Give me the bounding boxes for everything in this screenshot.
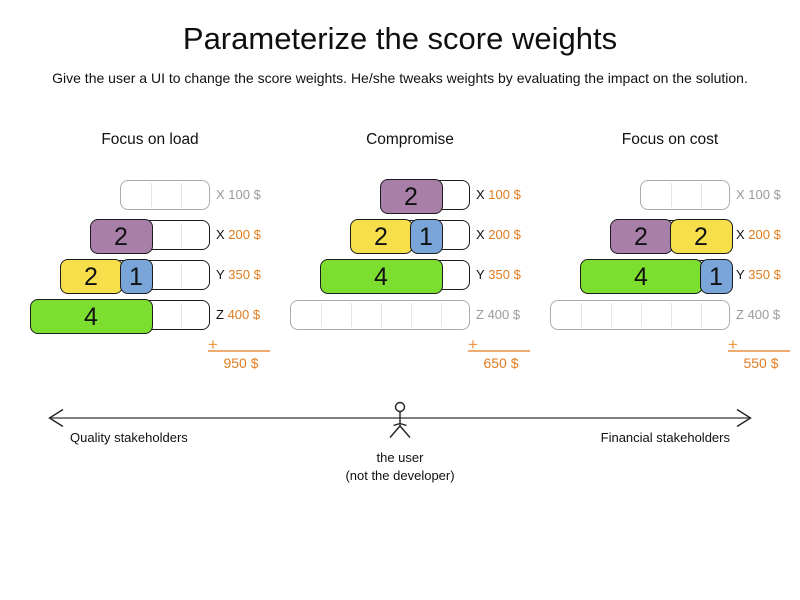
- axis-label-financial: Financial stakeholders: [600, 430, 730, 445]
- cell-divider: [700, 303, 702, 327]
- row-label-price: 400 $: [227, 307, 261, 322]
- arrowhead-right-icon: [736, 408, 752, 428]
- sum-total: 950 $: [223, 355, 259, 371]
- panel-title: Focus on load: [101, 131, 199, 148]
- weight-box: 2: [379, 178, 470, 214]
- axis-label-quality: Quality stakeholders: [70, 430, 188, 445]
- sum-total: 650 $: [483, 355, 519, 371]
- cell-divider: [180, 303, 182, 327]
- row-label-letter: X: [736, 187, 749, 202]
- row-label-letter: Z: [216, 307, 228, 322]
- cell-divider: [610, 303, 612, 327]
- cell-divider: [180, 263, 182, 287]
- cell-divider: [150, 183, 152, 207]
- row-label-letter: X: [476, 187, 489, 202]
- weight-segment: 1: [119, 258, 153, 294]
- weight-segment: 1: [409, 218, 443, 254]
- weight-segment: 2: [349, 218, 413, 254]
- cell-divider: [700, 183, 702, 207]
- cell-divider: [580, 303, 582, 327]
- row-label: Y 350 $: [476, 260, 521, 290]
- sum-line: [728, 350, 790, 352]
- row-label: X 200 $: [216, 220, 261, 250]
- weight-box: 4: [319, 258, 470, 294]
- user-label-line1: the user: [376, 450, 424, 465]
- sum-line: [208, 350, 270, 352]
- weight-box: 4: [29, 298, 210, 334]
- row-label-letter: X: [476, 227, 489, 242]
- row-label: Z 400 $: [476, 300, 520, 330]
- weight-box: 2: [89, 218, 210, 254]
- row-label: X 100 $: [476, 180, 521, 210]
- row-label-letter: Y: [216, 267, 229, 282]
- row-label-letter: X: [736, 227, 749, 242]
- sum-line: [468, 350, 530, 352]
- cell-divider: [670, 303, 672, 327]
- sum-plus-sign: +: [208, 335, 218, 354]
- user-label-line2: (not the developer): [345, 468, 455, 483]
- row-label-price: 100 $: [488, 187, 521, 202]
- arrowhead-left-icon: [48, 408, 64, 428]
- row-label-price: 350 $: [228, 267, 261, 282]
- row-label: X 200 $: [476, 220, 521, 250]
- row-label-letter: X: [216, 227, 229, 242]
- weight-segment: 4: [29, 298, 153, 334]
- weight-segment: 2: [609, 218, 673, 254]
- row-label: Y 350 $: [216, 260, 261, 290]
- weight-segment: 2: [669, 218, 733, 254]
- row-label: Z 400 $: [216, 300, 260, 330]
- weight-segment: 2: [89, 218, 153, 254]
- page-title: Parameterize the score weights: [182, 21, 618, 56]
- row-label-price: 100 $: [228, 187, 261, 202]
- row-label-letter: Y: [476, 267, 489, 282]
- weight-box: [120, 180, 210, 210]
- panel-title: Focus on cost: [621, 131, 719, 148]
- row-label-letter: X: [216, 187, 229, 202]
- panel-title: Compromise: [366, 131, 454, 148]
- weight-box: [640, 180, 730, 210]
- cell-divider: [180, 183, 182, 207]
- cell-divider: [380, 303, 382, 327]
- cell-divider: [670, 183, 672, 207]
- row-label: X 100 $: [736, 180, 781, 210]
- row-label-price: 400 $: [747, 307, 781, 322]
- row-label: X 100 $: [216, 180, 261, 210]
- cell-divider: [350, 303, 352, 327]
- sum-total: 550 $: [743, 355, 779, 371]
- cell-divider: [180, 223, 182, 247]
- row-label-price: 200 $: [748, 227, 781, 242]
- row-label-price: 200 $: [488, 227, 521, 242]
- cell-divider: [440, 303, 442, 327]
- user-figure-icon: [389, 401, 411, 438]
- row-label-letter: Z: [736, 307, 748, 322]
- row-label-price: 200 $: [228, 227, 261, 242]
- weight-box: [290, 300, 470, 330]
- row-label-letter: Z: [476, 307, 488, 322]
- weight-segment: 4: [319, 258, 443, 294]
- row-label-price: 400 $: [487, 307, 521, 322]
- cell-divider: [410, 303, 412, 327]
- sum-plus-sign: +: [468, 335, 478, 354]
- row-label: X 200 $: [736, 220, 781, 250]
- row-label-price: 350 $: [488, 267, 521, 282]
- sum-plus-sign: +: [728, 335, 738, 354]
- row-label-price: 100 $: [748, 187, 781, 202]
- row-label-price: 350 $: [748, 267, 781, 282]
- row-label: Z 400 $: [736, 300, 780, 330]
- cell-divider: [320, 303, 322, 327]
- page-subtitle: Give the user a UI to change the score w…: [52, 70, 748, 86]
- row-label: Y 350 $: [736, 260, 781, 290]
- weight-segment: 1: [699, 258, 733, 294]
- cell-divider: [640, 303, 642, 327]
- weight-segment: 2: [379, 178, 443, 214]
- weight-box: [550, 300, 730, 330]
- row-label-letter: Y: [736, 267, 749, 282]
- weight-segment: 2: [59, 258, 123, 294]
- weight-segment: 4: [579, 258, 703, 294]
